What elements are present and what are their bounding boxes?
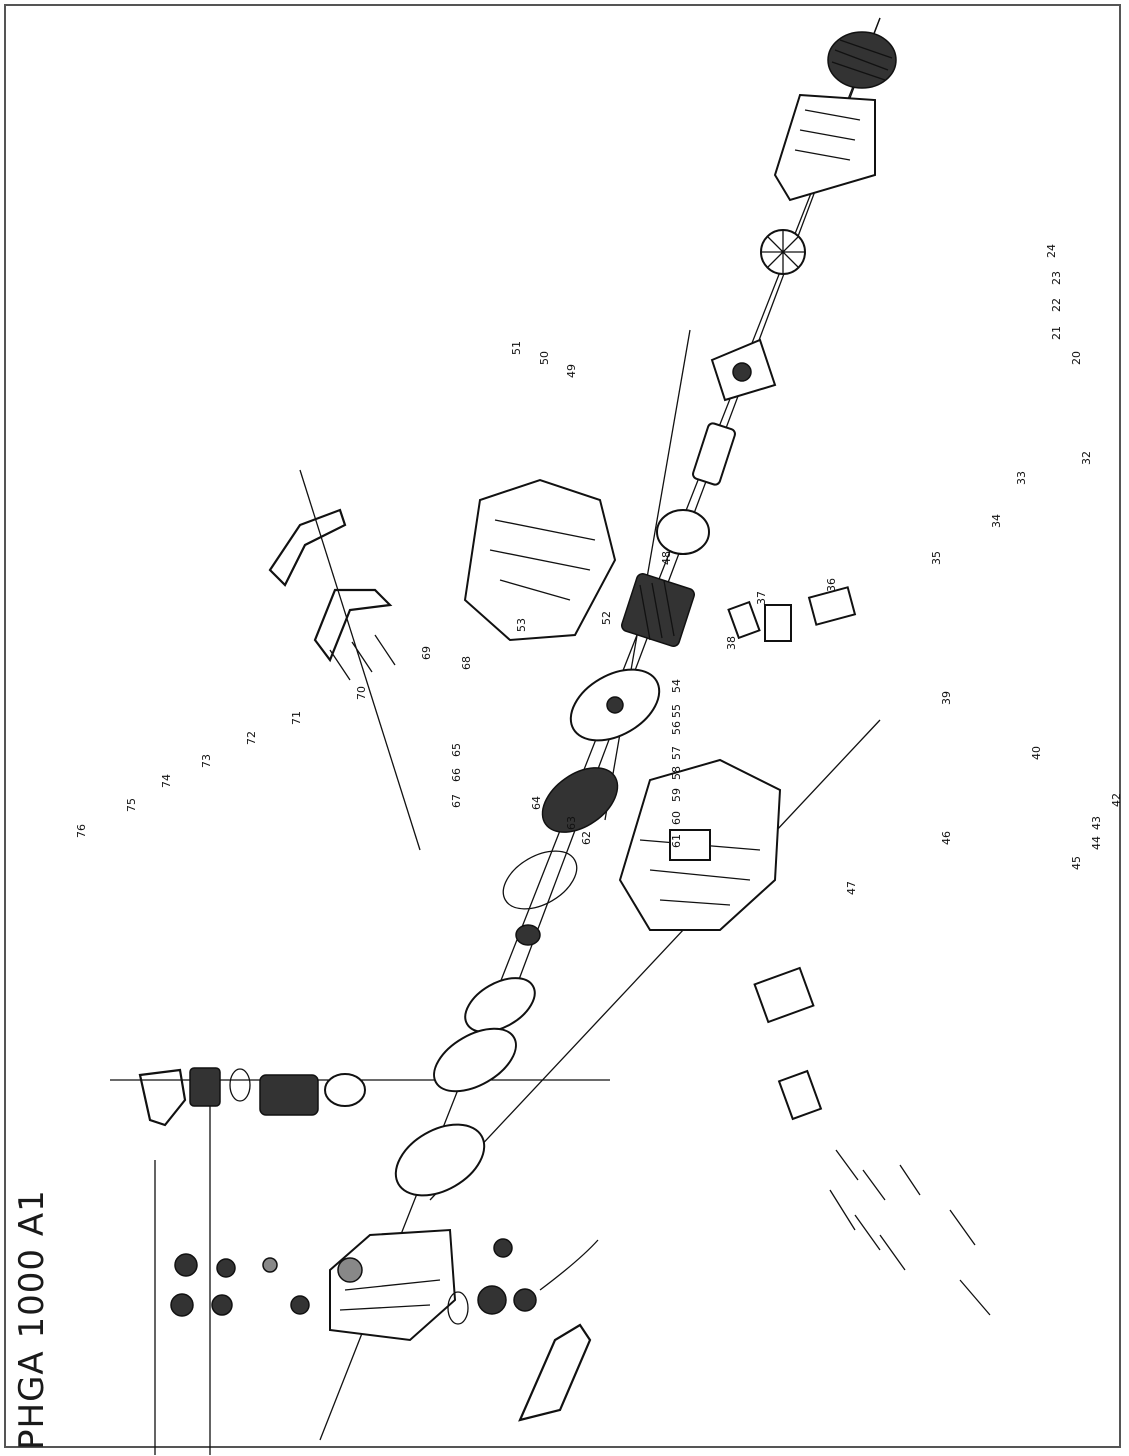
impeller	[541, 767, 619, 833]
part-number-label: 36	[825, 578, 838, 592]
part-number-label: 63	[565, 816, 578, 830]
part-number-label: 57	[670, 746, 683, 760]
assembly-axis-lines	[110, 17, 881, 1455]
filter-cartridge	[138, 1067, 366, 1127]
pipe-fittings	[447, 1238, 599, 1422]
part-number-label: 44	[1090, 836, 1103, 850]
diffuser-disc	[464, 977, 536, 1033]
shaft-seal	[515, 924, 541, 946]
part-number-label: 65	[450, 743, 463, 757]
pump-body	[618, 758, 782, 931]
part-number-label: 51	[510, 341, 523, 355]
prefilter-housing	[329, 1228, 457, 1342]
part-number-label: 72	[245, 731, 258, 745]
fan-housing	[773, 93, 876, 202]
part-number-label: 74	[160, 774, 173, 788]
cooling-fan	[760, 229, 806, 275]
part-number-label: 64	[530, 796, 543, 810]
part-number-labels: 1234567891011121314151617181920212223242…	[75, 244, 1123, 895]
part-number-label: 68	[460, 656, 473, 670]
screws	[329, 634, 991, 1316]
part-number-label: 73	[200, 754, 213, 768]
part-number-label: 59	[670, 788, 683, 802]
part-number-label: 34	[990, 514, 1003, 528]
seal-plate	[569, 668, 661, 742]
electrical-components	[727, 586, 857, 642]
part-number-label: 38	[725, 636, 738, 650]
part-number-label: 56	[670, 721, 683, 735]
part-number-label: 52	[600, 611, 613, 625]
part-number-label: 20	[1070, 351, 1083, 365]
part-number-label: 42	[1110, 793, 1123, 807]
part-number-label: 46	[940, 831, 953, 845]
part-number-label: 39	[940, 691, 953, 705]
part-number-label: 48	[660, 551, 673, 565]
bearing-sleeve	[656, 509, 710, 555]
stage-plate	[433, 1027, 517, 1093]
part-number-label: 50	[538, 351, 551, 365]
terminal-box	[753, 966, 823, 1121]
part-number-label: 45	[1070, 856, 1083, 870]
part-number-label: 32	[1080, 451, 1093, 465]
part-number-label: 53	[515, 618, 528, 632]
part-number-label: 75	[125, 798, 138, 812]
carry-handles	[268, 508, 393, 663]
part-number-label: 61	[670, 834, 683, 848]
part-number-label: 67	[450, 794, 463, 808]
part-number-label: 62	[580, 831, 593, 845]
motor-rotor	[692, 422, 736, 486]
part-number-label: 35	[930, 551, 943, 565]
part-number-label: 60	[670, 811, 683, 825]
drawing-frame	[4, 4, 1121, 1448]
part-number-label: 49	[565, 364, 578, 378]
part-number-label: 40	[1030, 746, 1043, 760]
seal-ring	[394, 1123, 486, 1197]
upper-housing	[463, 478, 617, 642]
part-number-label: 47	[845, 881, 858, 895]
part-number-label: 71	[290, 711, 303, 725]
o-ring-large	[502, 850, 578, 910]
part-number-label: 23	[1050, 271, 1063, 285]
part-number-label: 33	[1015, 471, 1028, 485]
part-number-label: 66	[450, 768, 463, 782]
part-number-label: 21	[1050, 326, 1063, 340]
motor-end-bracket	[710, 338, 777, 402]
part-number-label: 70	[355, 686, 368, 700]
part-number-label: 43	[1090, 816, 1103, 830]
part-number-label: 58	[670, 766, 683, 780]
part-number-label: 22	[1050, 298, 1063, 312]
motor-stator	[621, 573, 695, 647]
part-number-label: 24	[1045, 244, 1058, 258]
drain-plug-assembly	[170, 1253, 363, 1317]
part-number-label: 54	[670, 679, 683, 693]
fan-cover-grille	[827, 31, 897, 89]
part-number-label: 55	[670, 704, 683, 718]
part-number-label: 76	[75, 824, 88, 838]
part-number-label: 37	[755, 591, 768, 605]
part-number-label: 69	[420, 646, 433, 660]
